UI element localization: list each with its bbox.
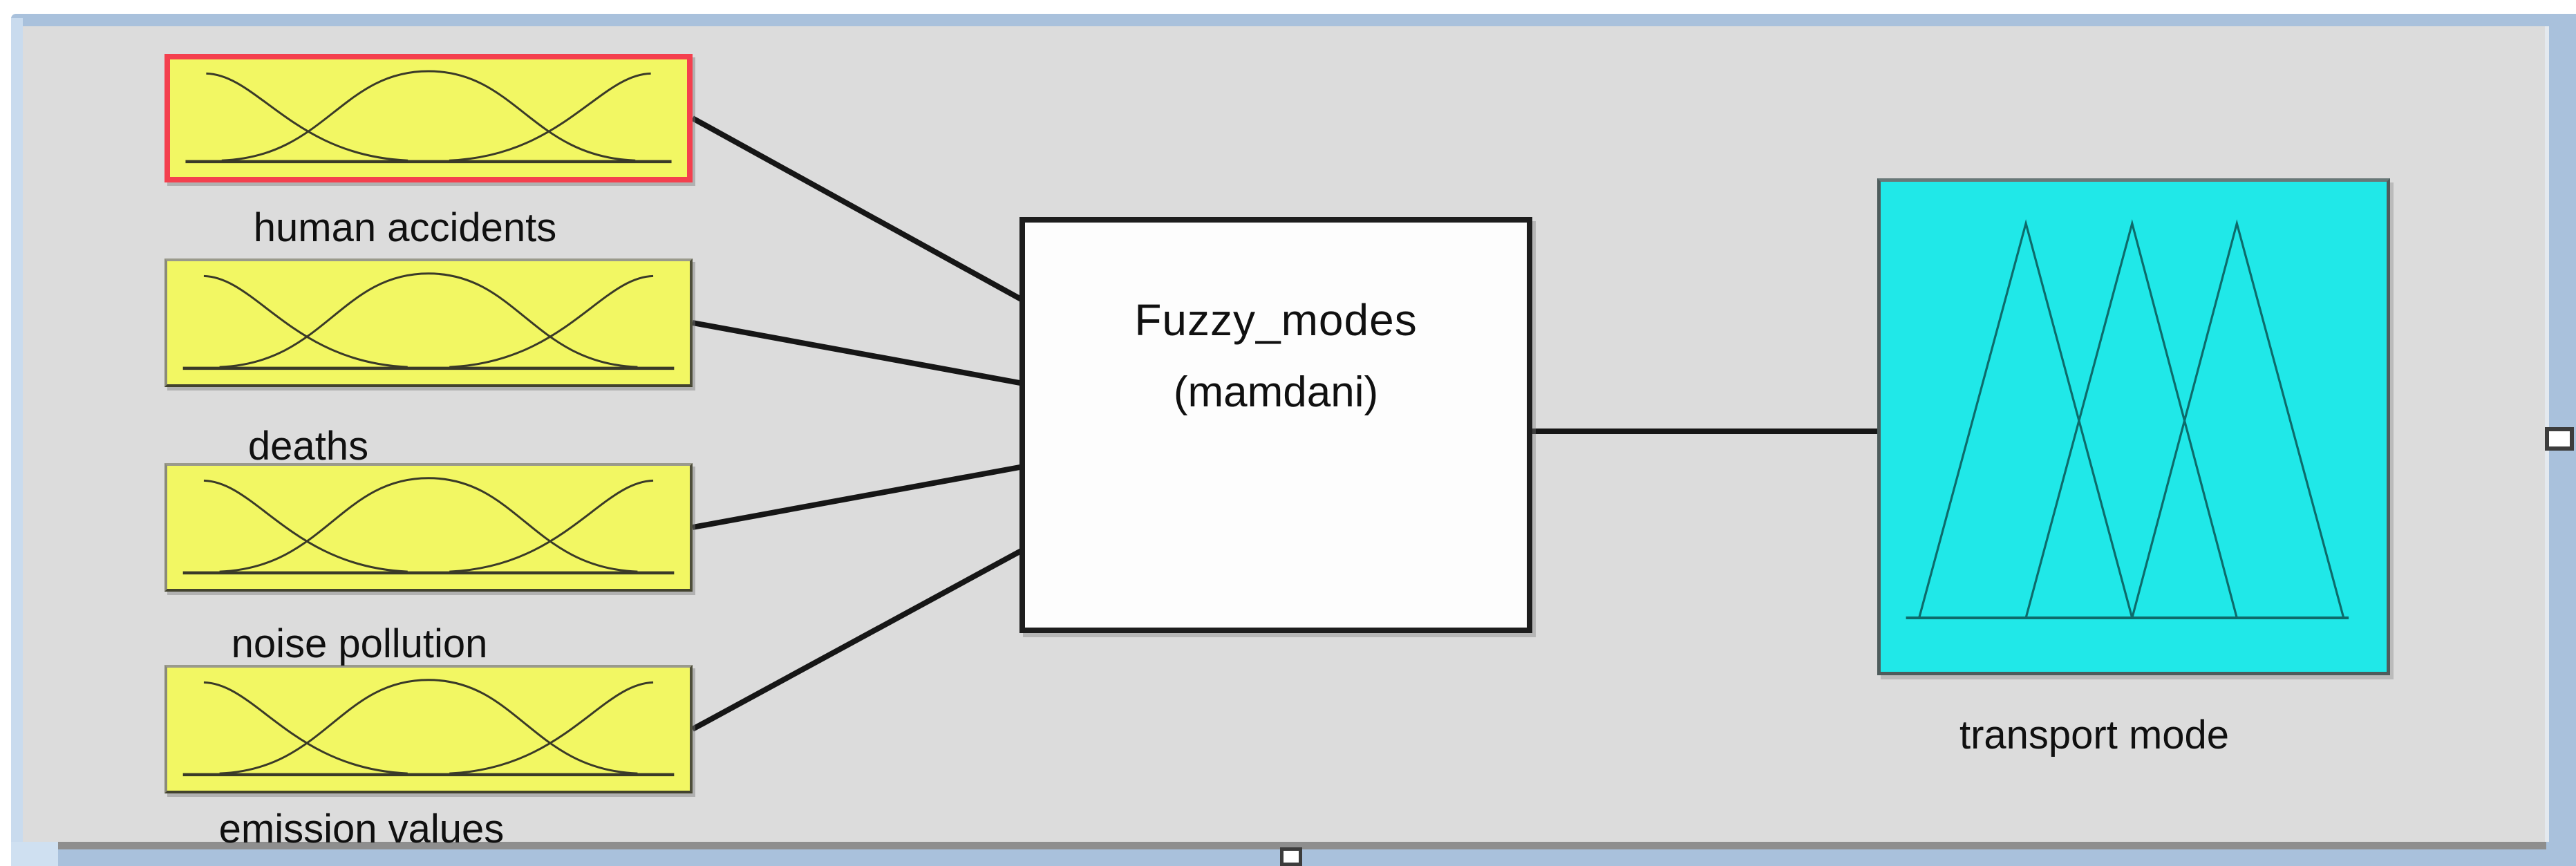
window-frame-bottom xyxy=(58,849,2576,866)
window-frame-left xyxy=(11,18,23,866)
input-variable-box-emission-values[interactable] xyxy=(164,665,693,793)
output-label-transport-mode: transport mode xyxy=(1959,713,2230,757)
right-edge-resize-notch[interactable] xyxy=(2545,427,2574,451)
gaussian-mf-icon xyxy=(170,59,687,177)
triangular-mf-icon xyxy=(1881,182,2387,672)
input-variable-box-human-accidents[interactable] xyxy=(164,54,693,182)
output-variable-box-transport-mode[interactable] xyxy=(1877,178,2390,675)
gaussian-mf-icon xyxy=(167,261,690,384)
input-label-emission-values: emission values xyxy=(218,807,505,851)
canvas-bottom-edge xyxy=(58,842,2546,849)
window-frame-bottom-left-corner xyxy=(11,842,58,866)
system-box-fuzzy-modes[interactable]: Fuzzy_modes (mamdani) xyxy=(1019,217,1532,633)
input-variable-box-deaths[interactable] xyxy=(164,258,693,387)
input-label-deaths: deaths xyxy=(247,424,369,469)
window-frame-top xyxy=(11,14,2576,26)
input-variable-box-noise-pollution[interactable] xyxy=(164,463,693,592)
system-name: Fuzzy_modes xyxy=(1134,295,1418,345)
input-label-noise-pollution: noise pollution xyxy=(231,621,488,666)
system-inference-type: (mamdani) xyxy=(1173,368,1379,416)
gaussian-mf-icon xyxy=(167,668,690,791)
input-label-human-accidents: human accidents xyxy=(253,205,557,250)
gaussian-mf-icon xyxy=(167,466,690,589)
bottom-edge-resize-notch[interactable] xyxy=(1280,847,1302,866)
